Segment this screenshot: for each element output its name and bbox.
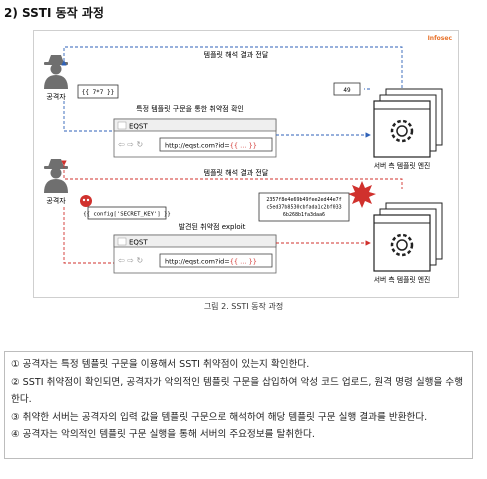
mid-arrow-label: 템플릿 해석 결과 전달 — [204, 168, 269, 177]
server-icon-2 — [373, 202, 443, 272]
nav-arrows-icon: ⇦ ⇨ ↻ — [118, 256, 143, 265]
section-heading: 2) SSTI 동작 과정 — [4, 6, 104, 20]
step-1: ① 공격자는 특정 템플릿 구문을 이용해서 SSTI 취약점이 있는지 확인한… — [11, 359, 310, 370]
result-text-1: 49 — [343, 87, 351, 94]
tab-favicon-icon — [117, 237, 127, 246]
step-3: ③ 취약한 서버는 공격자의 입력 값을 템플릿 구문으로 해석하여 해당 템플… — [11, 411, 428, 423]
server-icon-1 — [373, 88, 443, 158]
tab-favicon-icon — [117, 121, 127, 130]
browser-window-2: EQST ⇦ ⇨ ↻ http://eqst.com?id={{ … }} — [113, 234, 277, 274]
step-4: ④ 공격자는 악의적인 템플릿 구문 실행을 통해 서버의 주요정보를 탈취한다… — [11, 429, 315, 440]
figure-caption: 그림 2. SSTI 동작 과정 — [203, 302, 284, 311]
secret-line-2: c5ed37b8530cbfada1c2bf033 — [266, 205, 341, 211]
brand-label: Infosec — [428, 35, 453, 42]
url-payload-2: {{ … }} — [230, 258, 257, 266]
steps-box: ① 공격자는 특정 템플릿 구문을 이용해서 SSTI 취약점이 있는지 확인한… — [4, 351, 473, 459]
svg-text:http://eqst.com?id={{ … }}: http://eqst.com?id={{ … }} — [165, 142, 257, 150]
secret-line-1: 2357f8e4e69b49fee2ed44e7f — [266, 197, 341, 203]
top-arrow-label: 템플릿 해석 결과 전달 — [204, 50, 269, 59]
result-box-1 — [333, 82, 361, 96]
url-prefix-2: http://eqst.com?id= — [165, 258, 230, 266]
attacker-label-1: 공격자 — [46, 92, 66, 101]
probe-label: 특정 템플릿 구문을 통한 취약점 확인 — [136, 104, 244, 113]
nav-arrows-icon: ⇦ ⇨ ↻ — [118, 140, 143, 149]
attacker-icon-1 — [44, 55, 68, 89]
payload-box-1 — [77, 84, 119, 99]
attacker-icon-2 — [44, 159, 68, 193]
url-payload-1: {{ … }} — [230, 142, 257, 150]
ssti-diagram: Infosec 공격자 {{ 7*7 }} 템플릿 해석 결과 전달 49 특정… — [33, 30, 459, 298]
url-prefix-1: http://eqst.com?id= — [165, 142, 230, 150]
browser-tab-2: EQST — [129, 239, 148, 247]
starburst-icon — [348, 181, 376, 208]
server-label-1: 서버 측 템플릿 엔진 — [374, 161, 431, 170]
browser-window-1: EQST ⇦ ⇨ ↻ http://eqst.com?id={{ … }} — [113, 118, 277, 158]
payload-text-2: {{ config['SECRET_KEY'] }} — [83, 212, 171, 218]
skull-icon — [80, 195, 92, 207]
payload-text-1: {{ 7*7 }} — [82, 89, 115, 96]
step-2: ② SSTI 취약점이 확인되면, 공격자가 악의적인 템플릿 구문을 삽입하여… — [11, 376, 464, 406]
browser-tab-1: EQST — [129, 123, 148, 131]
secret-line-3: 6b268b1fa3daa6 — [283, 212, 325, 218]
secret-box — [258, 192, 350, 222]
exploit-label: 발견된 취약점 exploit — [179, 222, 246, 231]
server-label-2: 서버 측 템플릿 엔진 — [374, 275, 431, 284]
address-bar-1 — [159, 137, 273, 152]
attacker-label-2: 공격자 — [46, 196, 66, 205]
svg-text:http://eqst.com?id={{ … }}: http://eqst.com?id={{ … }} — [165, 258, 257, 266]
payload-box-2 — [87, 206, 167, 220]
address-bar-2 — [159, 253, 273, 268]
